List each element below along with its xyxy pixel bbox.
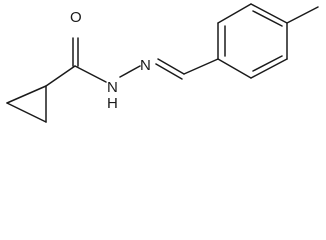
- molecule-diagram: O N H N: [6, 3, 319, 123]
- carbonyl-to-n-bond: [74, 65, 107, 83]
- imine-double-bond-2: [155, 63, 183, 80]
- benzene-inner-bond-2: [252, 10, 283, 27]
- ring-bond-2: [6, 102, 47, 123]
- amide-nitrogen-label: N: [107, 79, 118, 96]
- benzene-bond-2: [217, 3, 252, 24]
- imine-double-bond-1: [157, 58, 185, 75]
- benzene-inner-bond-3: [252, 55, 283, 72]
- n-n-bond: [119, 65, 141, 78]
- benzene-bond-6: [217, 58, 252, 79]
- imine-nitrogen-label: N: [140, 57, 151, 74]
- oxygen-atom-label: O: [70, 9, 82, 26]
- benzene-ring: [183, 3, 288, 79]
- methyl-bond: [286, 6, 319, 24]
- structure-canvas: O N H N: [6, 3, 319, 123]
- benzene-bond-5: [250, 58, 288, 79]
- amide-hydrogen-label: H: [107, 95, 118, 112]
- cyclopropyl-ring: [6, 85, 47, 123]
- ring-to-carbonyl-bond: [45, 65, 76, 87]
- ch-to-ring-bond: [183, 58, 219, 75]
- benzene-bond-3: [250, 3, 288, 24]
- ring-bond-1: [6, 85, 47, 104]
